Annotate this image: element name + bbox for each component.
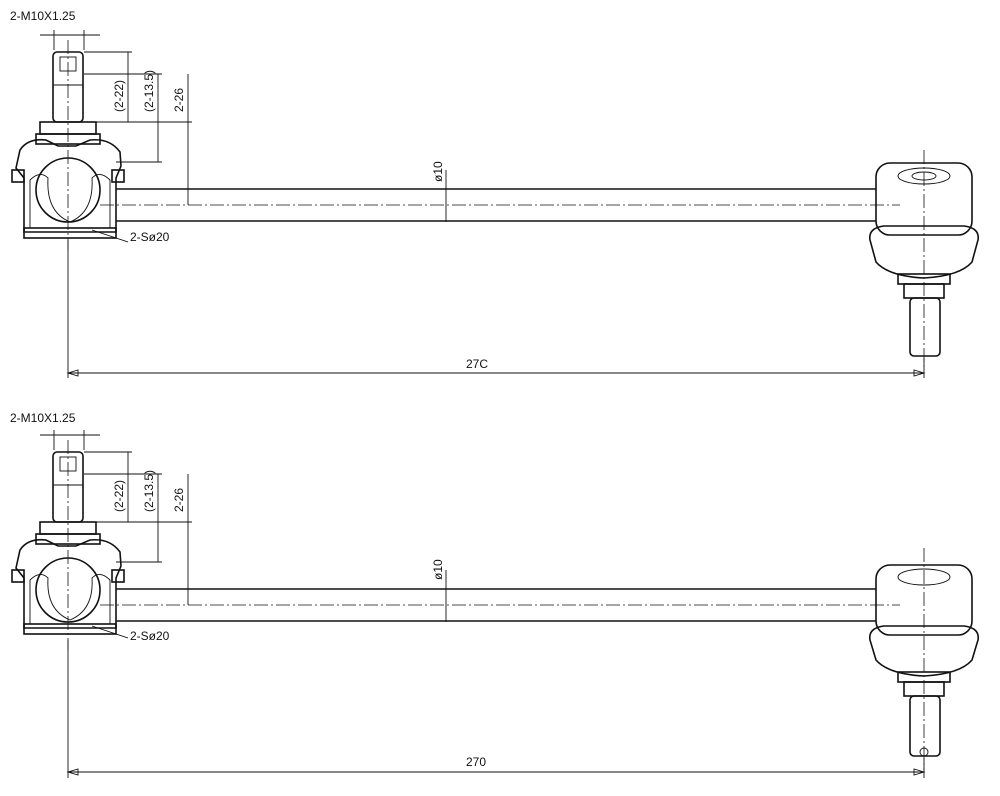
ball-diameter-label: 2-Sø20 <box>130 230 170 244</box>
overall-length-label: 27C <box>466 357 488 371</box>
thread-spec-label: 2-M10X1.25 <box>10 9 76 23</box>
shoulder-length-label: (2-13.5) <box>142 470 156 512</box>
rod <box>100 588 900 622</box>
left-ball-joint <box>11 451 125 635</box>
ball-diameter-label: 2-Sø20 <box>130 629 170 643</box>
rod-diameter-label: ø10 <box>431 559 445 580</box>
shoulder-length-label: (2-13.5) <box>142 70 156 112</box>
stud-length-label: (2-22) <box>112 480 126 512</box>
overall-length-label: 270 <box>466 755 486 769</box>
labels: 2-M10X1.25 (2-22) (2-13.5) 2-26 ø10 2-Sø… <box>10 411 486 769</box>
rod-diameter-label: ø10 <box>431 161 445 182</box>
labels: 2-M10X1.25 (2-22) (2-13.5) 2-26 ø10 2-Sø… <box>10 9 488 371</box>
left-ball-joint <box>11 51 125 239</box>
rod <box>100 188 900 222</box>
dimensions <box>40 430 926 778</box>
right-ball-joint <box>868 548 980 770</box>
stabilizer-link-drawing-top: 2-M10X1.25 (2-22) (2-13.5) 2-26 ø10 2-Sø… <box>10 9 980 378</box>
thread-spec-label: 2-M10X1.25 <box>10 411 76 425</box>
stabilizer-link-drawing-bottom: 2-M10X1.25 (2-22) (2-13.5) 2-26 ø10 2-Sø… <box>10 411 980 778</box>
stud-length-label: (2-22) <box>112 80 126 112</box>
height-label: 2-26 <box>172 88 186 112</box>
dimensions <box>40 30 926 378</box>
right-ball-joint <box>868 150 980 370</box>
height-label: 2-26 <box>172 488 186 512</box>
